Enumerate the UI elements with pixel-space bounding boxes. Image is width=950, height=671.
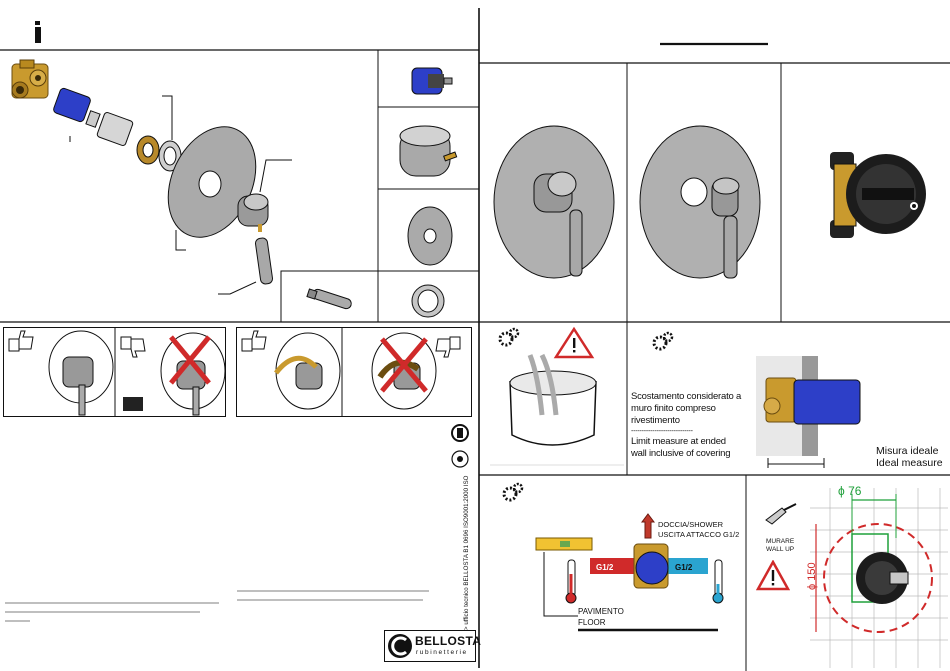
offset-note: Scostamento considerato a muro finito co…: [631, 391, 743, 460]
care-panel-left: [3, 327, 226, 417]
document-reference: > ufficio tecnico BELLOSTA B1 0696 ISO90…: [463, 475, 470, 630]
connection-diagram: [535, 513, 724, 632]
wall-plate: [167, 126, 257, 238]
hot-inlet-label: G1/2: [596, 563, 614, 572]
spare-knob: [399, 125, 458, 177]
offset-note-en: Limit measure at ended wall inclusive of…: [631, 436, 731, 459]
blue-cartridge: [53, 87, 101, 128]
offset-note-it: Scostamento considerato a muro finito co…: [631, 391, 742, 426]
bellosta-logo-text: BELLOSTA: [415, 634, 482, 648]
height-dimension-symbol: ϕ: [806, 583, 818, 590]
spare-lever: [306, 288, 352, 310]
ideal-measure-en: Ideal measure: [876, 457, 943, 469]
trim-ring: [158, 140, 182, 172]
gear-icon: [498, 327, 520, 347]
offset-note-divider: -----------------------------: [631, 428, 693, 435]
knob: [237, 193, 269, 232]
thumbs-down-icon: [120, 336, 146, 358]
height-dimension-value: 150: [806, 562, 818, 581]
shower-label-2: USCITA ATTACCO G1/2: [658, 529, 740, 539]
floor-label: PAVIMENTO FLOOR: [578, 606, 624, 628]
wall-up-label: MURARE WALL UP: [766, 538, 794, 554]
exploded-view-diagram: [11, 59, 292, 295]
bellosta-logo-mark: [388, 634, 412, 658]
mixer-front-view: [493, 125, 615, 279]
warning-icon: [553, 326, 595, 359]
bellosta-logo: BELLOSTA rubinetterie: [384, 630, 481, 662]
spare-cartridge: [411, 67, 453, 95]
trowel-icon: [765, 503, 797, 525]
floor-label-2: FLOOR: [578, 618, 606, 627]
thumbs-up-icon: [241, 330, 267, 352]
cold-inlet-label: G1/2: [675, 563, 693, 572]
ideal-measure-it: Misura ideale: [876, 445, 939, 457]
wall-up-label-2: WALL UP: [766, 546, 795, 553]
cross-icon: [169, 335, 211, 385]
care-panel-right: [236, 327, 472, 417]
height-dimension: ϕ 150: [806, 562, 818, 590]
floor-label-1: PAVIMENTO: [578, 607, 624, 616]
thumbs-down-icon: [435, 336, 461, 358]
dimension-drawing: [810, 488, 948, 668]
width-dimension-value: 76: [848, 484, 862, 498]
width-dimension-symbol: ϕ: [838, 484, 845, 498]
wall-up-label-1: MURARE: [766, 538, 795, 545]
ideal-measure: Misura ideale Ideal measure: [876, 445, 943, 469]
spare-ring: [411, 284, 445, 318]
cross-icon: [380, 337, 428, 393]
shower-outlet-label: DOCCIA/SHOWER USCITA ATTACCO G1/2: [658, 520, 739, 539]
info-icon: [35, 21, 41, 43]
gear-icon: [652, 331, 674, 351]
sleeve: [96, 111, 134, 147]
flushing-diagram: [490, 326, 624, 466]
lock-nut: [136, 135, 160, 165]
lever: [255, 237, 273, 285]
bellosta-logo-subtext: rubinetterie: [416, 649, 468, 656]
warning-icon: [756, 560, 790, 591]
width-dimension: ϕ 76: [838, 484, 861, 498]
spare-plate: [407, 206, 453, 266]
mixer-angled-view: [639, 125, 761, 279]
brass-body: [11, 59, 49, 99]
gear-icon: [502, 482, 524, 502]
shower-label-1: DOCCIA/SHOWER: [658, 520, 724, 529]
wall-section-diagram: [756, 356, 861, 468]
certification-marks: [451, 424, 469, 468]
thumbs-up-icon: [8, 330, 34, 352]
concealed-body-view: [830, 152, 926, 238]
